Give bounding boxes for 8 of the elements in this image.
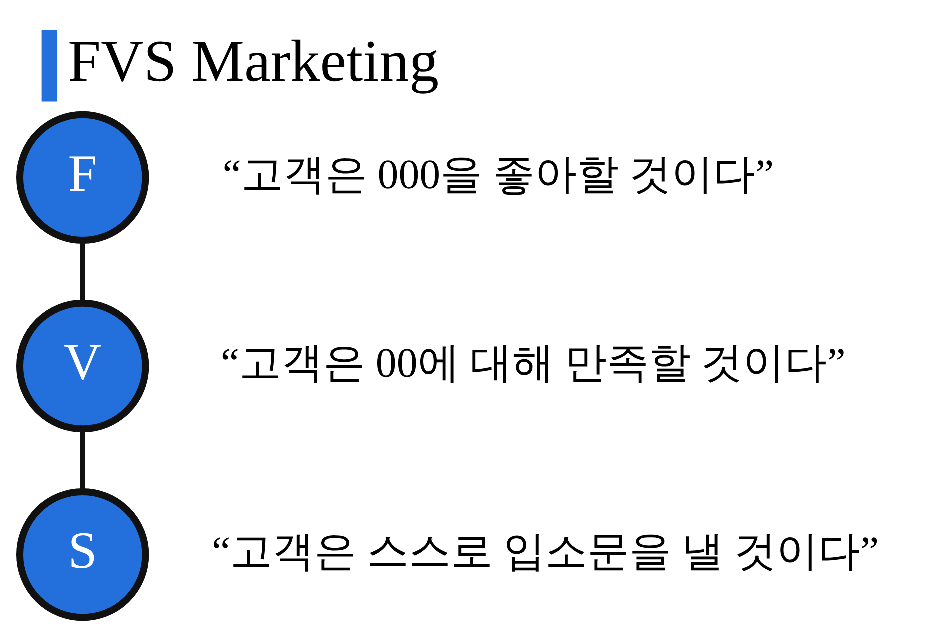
node-label: “고객은 000을 좋아할 것이다” — [222, 152, 774, 199]
node-circle: F — [16, 111, 149, 244]
connector — [80, 240, 85, 303]
node-circle: V — [16, 300, 149, 433]
node-circle: S — [16, 488, 149, 622]
node-label: “고객은 00에 대해 만족할 것이다” — [220, 341, 846, 388]
diagram-title: FVS Marketing — [68, 28, 439, 94]
node-label: “고객은 스스로 입소문을 낼 것이다” — [212, 530, 879, 576]
